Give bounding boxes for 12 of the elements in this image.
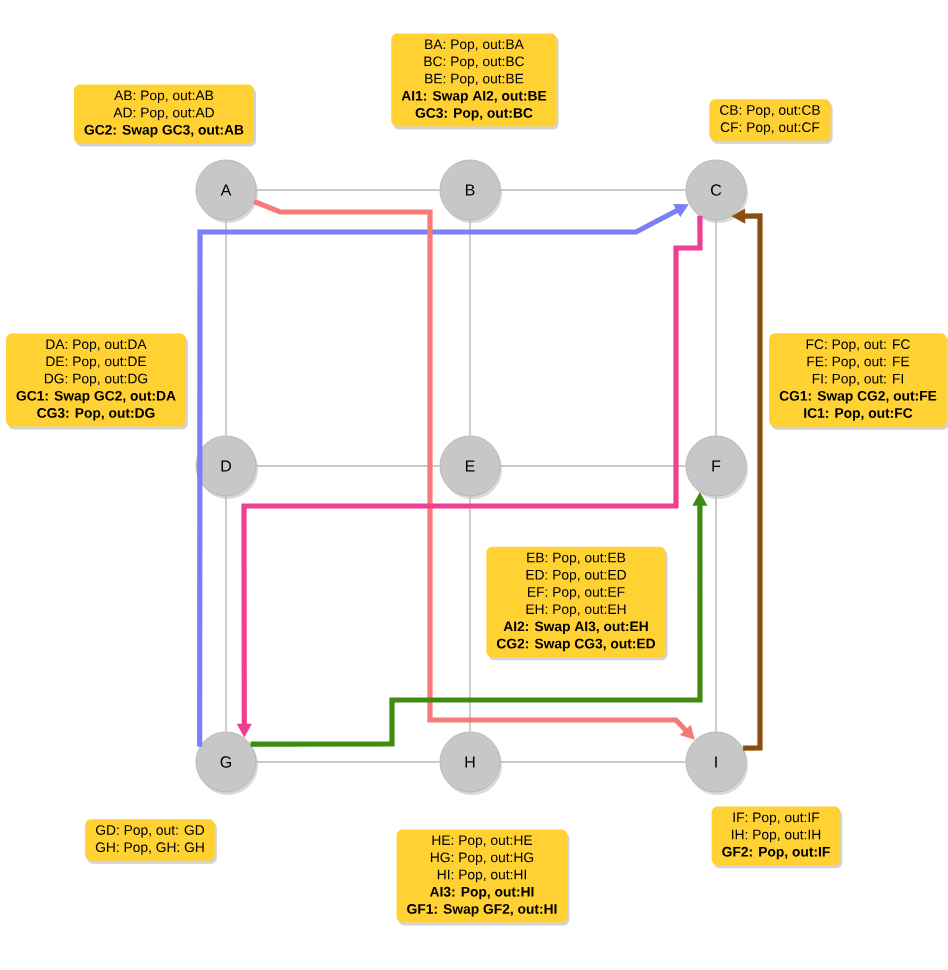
link-line	[469, 219, 471, 437]
link-line	[499, 189, 687, 191]
link-line	[255, 761, 441, 763]
link-line	[225, 219, 227, 437]
link-line	[715, 495, 717, 733]
link-line	[255, 465, 441, 467]
link-line	[255, 189, 441, 191]
link-line	[715, 219, 717, 437]
link-line	[469, 495, 471, 733]
link-line	[225, 495, 227, 733]
link-line	[499, 761, 687, 763]
link-line	[499, 465, 687, 467]
